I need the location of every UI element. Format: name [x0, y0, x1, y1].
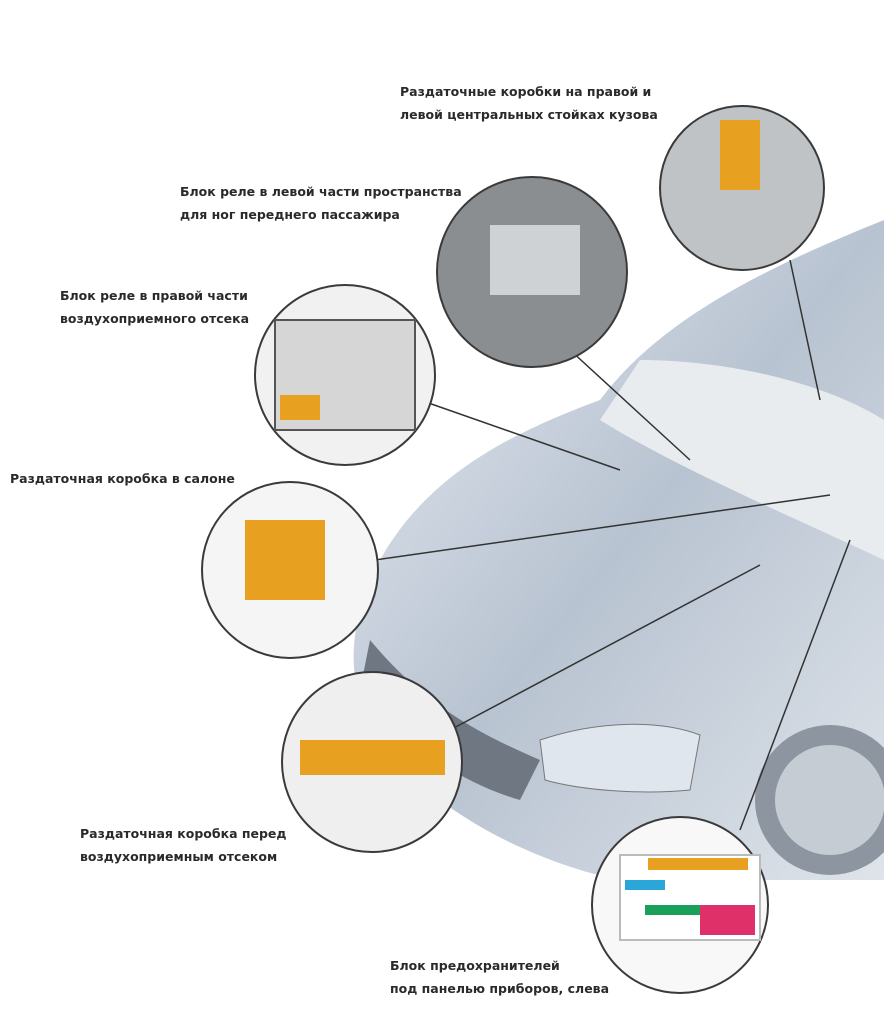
leader-lines [374, 259, 851, 831]
label-line: левой центральных стойках кузова [400, 107, 658, 122]
callout-image-footwell-relay [436, 176, 628, 368]
label-line: Раздаточная коробка перед [80, 826, 287, 841]
label-line: воздухоприемного отсека [60, 311, 250, 326]
label-line: под панелью приборов, слева [390, 981, 610, 996]
label-fuse-box: Блок предохранителей под панелью приборо… [390, 954, 609, 1000]
label-pillar-boxes: Раздаточные коробки на правой и левой це… [400, 80, 658, 126]
label-line: Раздаточная коробка в салоне [10, 471, 235, 486]
label-line: для ног переднего пассажира [180, 207, 400, 222]
headlight [539, 723, 701, 793]
callout-image-fuse-box [591, 816, 769, 994]
label-line: Блок предохранителей [390, 958, 560, 973]
label-line: Раздаточные коробки на правой и [400, 84, 652, 99]
callout-image-plenum-relay [254, 284, 436, 466]
label-line: воздухоприемным отсеком [80, 849, 278, 864]
label-front-box: Раздаточная коробка перед воздухоприемны… [80, 822, 287, 868]
label-line: Блок реле в правой части [60, 288, 248, 303]
callout-circles [201, 105, 825, 994]
callout-image-cabin-box [201, 481, 379, 659]
callout-image-pillar [659, 105, 825, 271]
callout-image-front-box [281, 671, 463, 853]
label-footwell-relay: Блок реле в левой части пространства для… [180, 180, 462, 226]
label-plenum-relay: Блок реле в правой части воздухоприемног… [60, 284, 249, 330]
label-cabin-box: Раздаточная коробка в салоне [10, 467, 235, 490]
label-line: Блок реле в левой части пространства [180, 184, 462, 199]
